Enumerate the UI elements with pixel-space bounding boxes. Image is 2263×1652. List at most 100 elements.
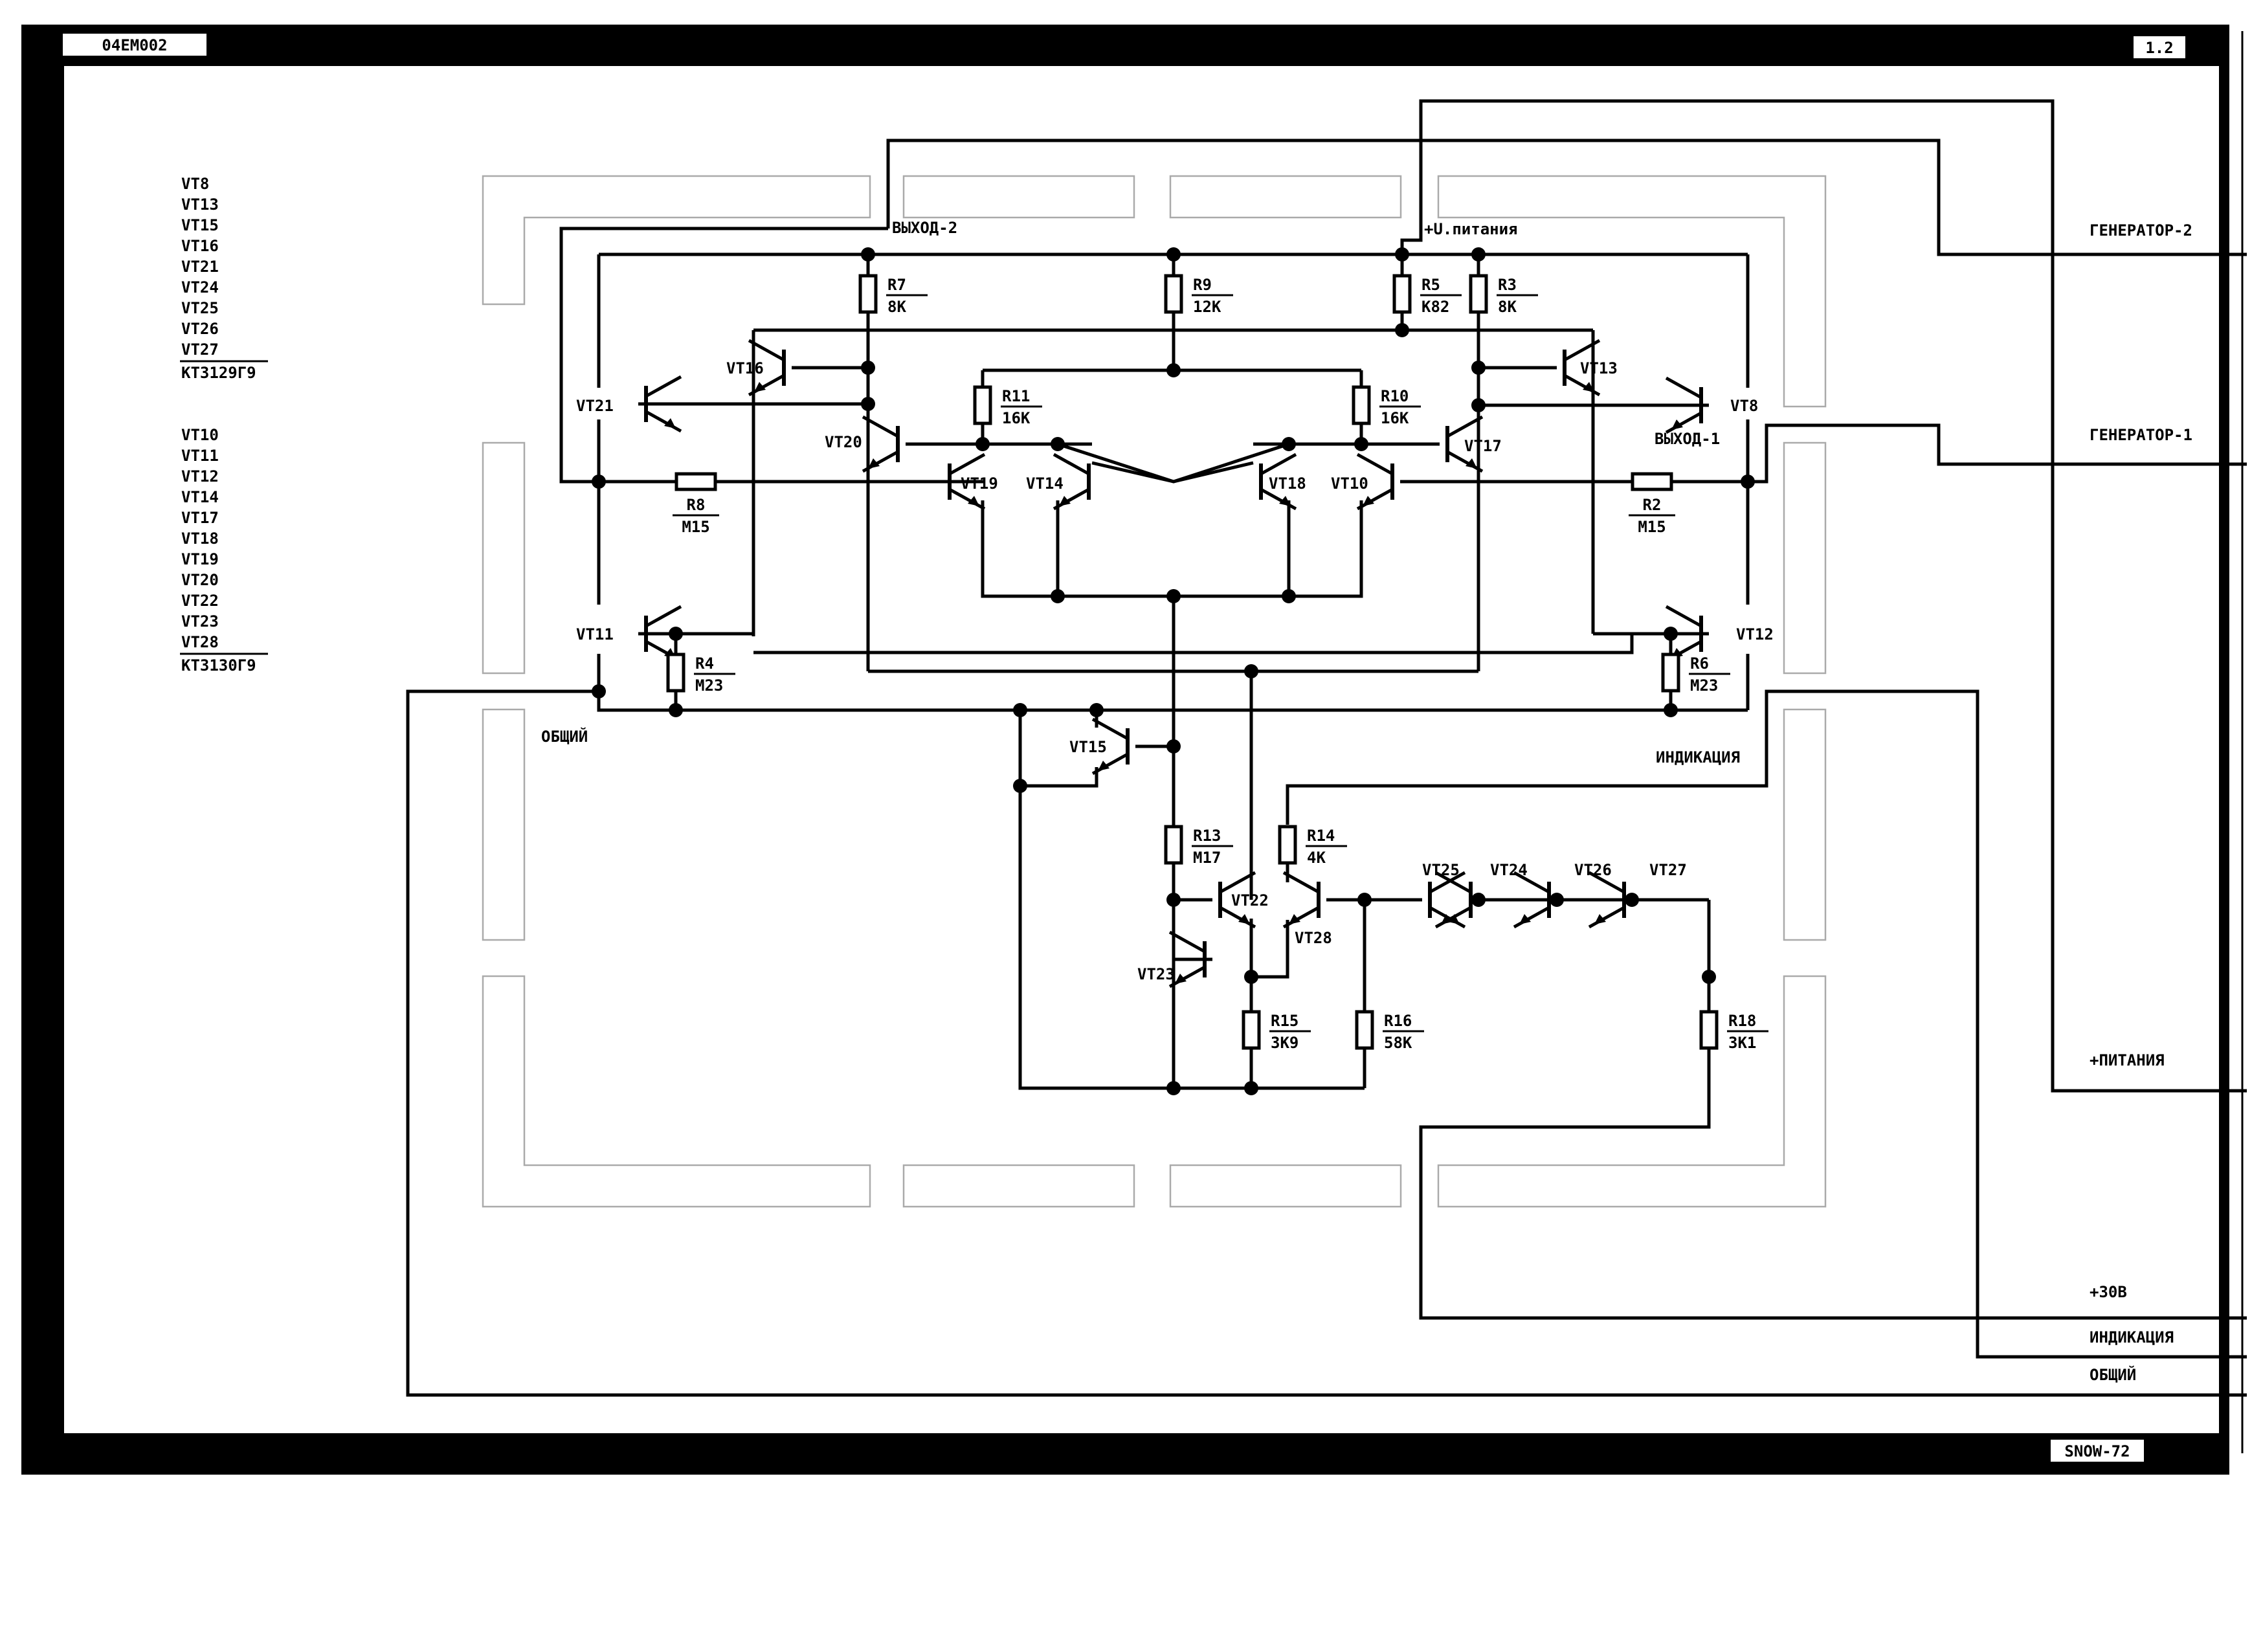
resistor-value: 4К <box>1307 849 1326 867</box>
wire <box>886 139 2247 256</box>
junction-dot <box>1166 1081 1181 1095</box>
resistor-body <box>666 653 686 693</box>
connector-generator-1: ГЕНЕРАТОР-1 <box>2090 426 2192 444</box>
transistor-collector <box>1053 452 1090 476</box>
transistor-arrow <box>1583 382 1594 392</box>
transistor-collector <box>1168 930 1206 954</box>
board-outline-bottom-mid-left <box>902 1164 1135 1208</box>
parts-list-item: VT10 <box>181 426 219 444</box>
resistor-body <box>1278 825 1297 865</box>
transistor-collector <box>645 375 682 398</box>
junction-dot <box>861 397 875 411</box>
parts-list-item: VT15 <box>181 216 219 234</box>
resistor-value: 16К <box>1002 409 1031 427</box>
wire <box>1419 1047 1978 1320</box>
transistor-collector <box>1513 871 1550 894</box>
transistor-arrow <box>1279 496 1291 506</box>
parts-list-item: VT19 <box>181 550 219 568</box>
wire <box>1400 99 2247 1093</box>
resistor-ref: R11 <box>1002 387 1030 405</box>
transistor-arrow <box>1289 914 1300 924</box>
transistor-label: VT15 <box>1069 738 1107 756</box>
resistor-body <box>1355 1010 1374 1050</box>
transistor-vt21: VT21 <box>576 375 682 433</box>
sheet-no-box <box>2134 36 2185 58</box>
resistor-body <box>1631 472 1673 491</box>
transistor-collector <box>748 339 785 362</box>
transistor-vt16: VT16 <box>726 339 786 397</box>
resistor-ref: R3 <box>1498 276 1517 294</box>
transistor-arrow <box>754 382 766 392</box>
junctions <box>592 247 1755 1095</box>
transistor-label: VT17 <box>1464 437 1502 455</box>
transistor-label: VT21 <box>576 397 614 415</box>
connector-plus-30v: +30В <box>2090 1283 2127 1301</box>
transistor-vt12: VT12 <box>1665 605 1774 663</box>
parts-list-item: VT22 <box>181 592 219 610</box>
transistor-collector <box>1356 452 1394 476</box>
transistor-label: VT13 <box>1580 359 1618 377</box>
resistor-ref: R16 <box>1384 1012 1412 1030</box>
transistor-arrow <box>1519 914 1531 924</box>
sheet-number: 1.2 <box>2145 39 2173 57</box>
connector-indication: ИНДИКАЦИЯ <box>2090 1328 2174 1346</box>
parts-list-item: VT13 <box>181 195 219 214</box>
parts-group-1: VT8VT13VT15VT16VT21VT24VT25VT26VT27КТ312… <box>180 175 268 382</box>
connector-plus-power: +ПИТАНИЯ <box>2090 1051 2165 1069</box>
parts-list: VT8VT13VT15VT16VT21VT24VT25VT26VT27КТ312… <box>180 175 268 675</box>
transistor-vt10: VT10 <box>1331 452 1394 511</box>
resistor-ref: R4 <box>695 654 714 673</box>
parts-list-item: VT16 <box>181 237 219 255</box>
wire <box>1286 689 2247 1359</box>
stamp-box <box>2051 1440 2144 1462</box>
transistor-collector <box>1665 605 1702 628</box>
resistor-ref: R14 <box>1307 827 1335 845</box>
resistor-value: 12К <box>1193 298 1221 316</box>
transistor-label: VT14 <box>1026 474 1064 493</box>
frame-left-band <box>21 25 64 1475</box>
parts-list-item: VT11 <box>181 447 219 465</box>
transistor-vt15: VT15 <box>1069 717 1130 776</box>
transistor-label: VT28 <box>1295 929 1332 947</box>
parts-list-item: VT21 <box>181 258 219 276</box>
resistor-ref: R13 <box>1193 827 1221 845</box>
resistor-body <box>1699 1010 1719 1050</box>
transistor-label: VT16 <box>726 359 764 377</box>
junction-dot <box>1471 398 1486 412</box>
junction-dot <box>1625 893 1639 907</box>
junction-dot <box>1051 437 1065 451</box>
resistor-body <box>674 472 717 491</box>
transistor-vt23: VT23 <box>1137 930 1207 988</box>
resistor-ref: R15 <box>1271 1012 1299 1030</box>
wire <box>753 632 1671 654</box>
resistor-value: 3К9 <box>1271 1034 1299 1052</box>
frame-bottom-band <box>21 1433 2229 1475</box>
frame-top-band <box>21 25 2229 66</box>
junction-dot <box>1244 664 1258 678</box>
parts-list-item: VT28 <box>181 633 219 651</box>
wire <box>1173 461 1254 484</box>
junction-dot <box>1357 893 1372 907</box>
net-label-out2: ВЫХОД-2 <box>892 219 957 237</box>
connector-generator-2: ГЕНЕРАТОР-2 <box>2090 221 2192 240</box>
junction-dot <box>1166 589 1181 603</box>
transistor-collector <box>1091 717 1129 741</box>
resistor-ref: R9 <box>1193 276 1212 294</box>
transistor-label: VT23 <box>1137 965 1175 983</box>
junction-dot <box>669 703 683 717</box>
parts-list-item: VT12 <box>181 467 219 486</box>
transistor-arrow <box>1466 458 1477 469</box>
transistor-label: VT27 <box>1649 861 1687 879</box>
transistor-vt28: VT28 <box>1282 871 1332 947</box>
resistor-value: 16К <box>1381 409 1409 427</box>
parts-list-item: VT24 <box>181 278 219 296</box>
transistor-collector <box>1665 376 1702 399</box>
junction-dot <box>1166 363 1181 377</box>
resistor-body <box>858 274 878 314</box>
